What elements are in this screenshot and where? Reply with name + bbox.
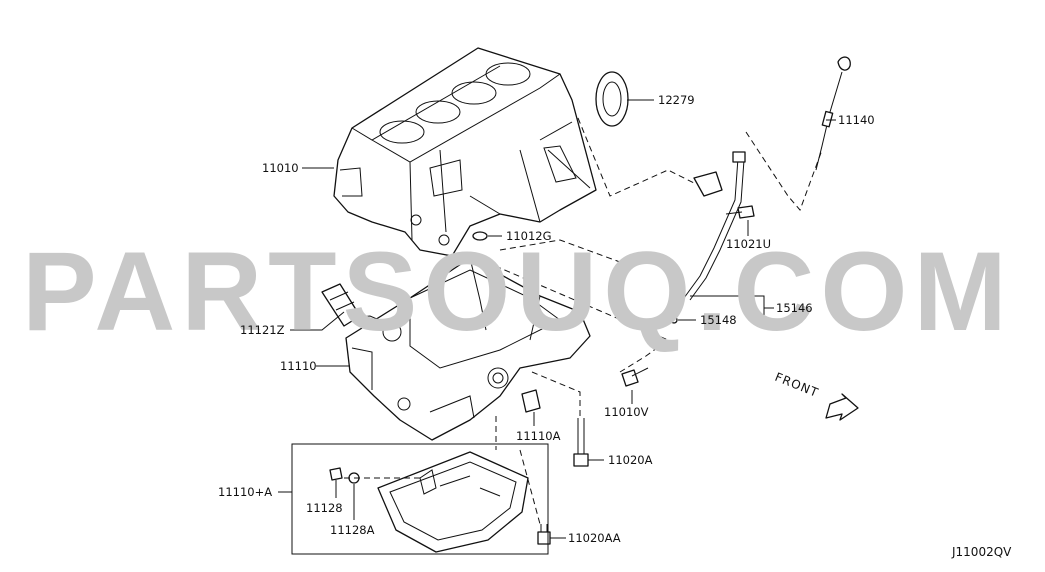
label-11020aa: 11020AA — [568, 531, 621, 545]
oil-filter-stud[interactable] — [321, 283, 385, 327]
label-11121z: 11121Z — [240, 323, 285, 337]
leader-lines — [278, 99, 836, 539]
label-11128: 11128 — [306, 501, 343, 515]
label-12279: 12279 — [658, 93, 695, 107]
label-11012g: 11012G — [506, 229, 552, 243]
label-15146: 15146 — [776, 301, 813, 315]
label-11110a: 11110A — [516, 429, 561, 443]
oil-pan-upper[interactable] — [345, 257, 591, 441]
front-arrow-icon — [825, 393, 859, 421]
reference-lines — [344, 117, 823, 525]
plug-11110a[interactable] — [521, 389, 541, 413]
label-11020a: 11020A — [608, 453, 653, 467]
bolt-11020a[interactable] — [573, 418, 589, 467]
label-11110-plus-a: 11110+A — [218, 485, 272, 499]
bolt-11020aa[interactable] — [537, 524, 551, 545]
bolt-11010v[interactable] — [621, 367, 649, 387]
o-ring-11012g[interactable] — [472, 231, 488, 241]
label-11140: 11140 — [838, 113, 875, 127]
label-11021u: 11021U — [726, 237, 771, 251]
front-label: FRONT — [773, 370, 821, 400]
lower-pan-kit-box — [291, 443, 549, 555]
oil-level-gauge-guide[interactable] — [683, 151, 746, 301]
label-11110: 11110 — [280, 359, 317, 373]
watermark: PARTSOUQ.COM — [22, 229, 1013, 354]
cylinder-block[interactable] — [333, 47, 597, 257]
rear-oil-seal[interactable] — [595, 71, 629, 127]
label-11010v: 11010V — [604, 405, 649, 419]
drain-plug-11128[interactable] — [329, 467, 343, 481]
label-11010: 11010 — [262, 161, 299, 175]
washer-15148[interactable] — [670, 316, 678, 324]
oil-pan-lower[interactable] — [377, 451, 529, 553]
label-15148: 15148 — [700, 313, 737, 327]
label-11128a: 11128A — [330, 523, 375, 537]
diagram-code: J11002QV — [951, 545, 1012, 559]
bolt-11021u[interactable] — [725, 205, 755, 219]
